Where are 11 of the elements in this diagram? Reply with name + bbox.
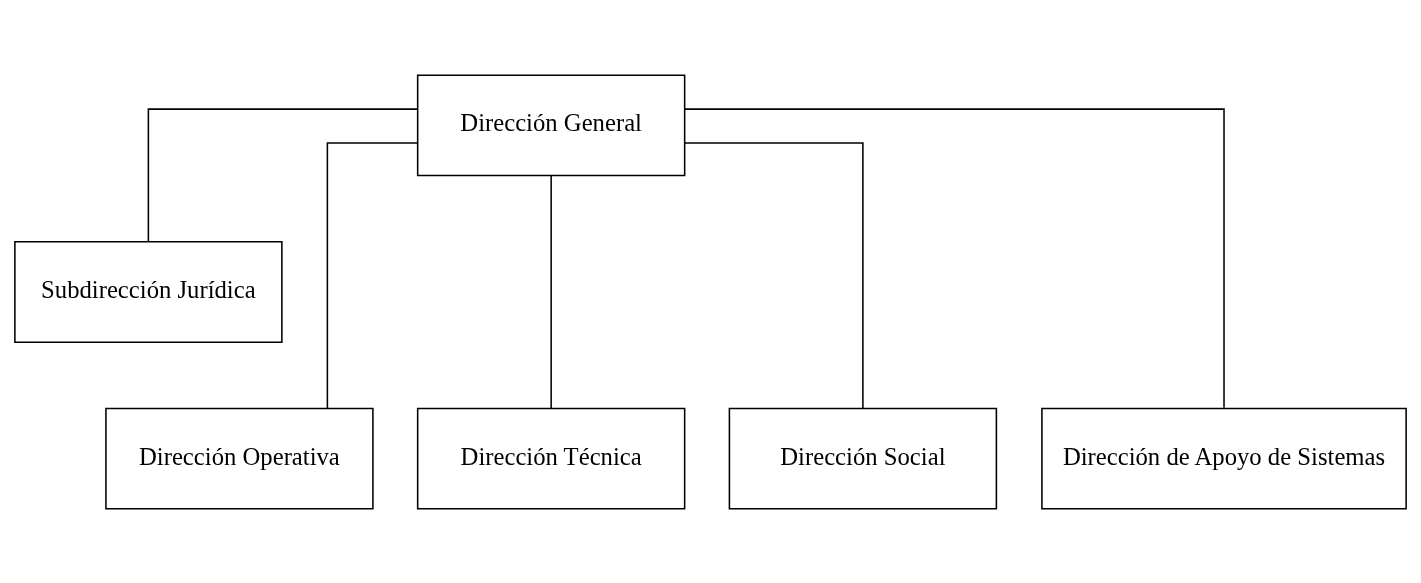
connector [683, 141, 864, 409]
connector [684, 107, 1225, 409]
node-box: Dirección Técnica [416, 407, 686, 510]
connector [550, 174, 552, 409]
connector [326, 141, 418, 409]
node-box: Dirección Social [728, 407, 998, 510]
node-box: Subdirección Jurídica [14, 240, 283, 343]
connector [147, 107, 419, 242]
node-box: Dirección de Apoyo de Sistemas [1041, 407, 1407, 510]
node-box: Dirección Operativa [105, 407, 374, 510]
node-box: Dirección General [416, 73, 686, 176]
